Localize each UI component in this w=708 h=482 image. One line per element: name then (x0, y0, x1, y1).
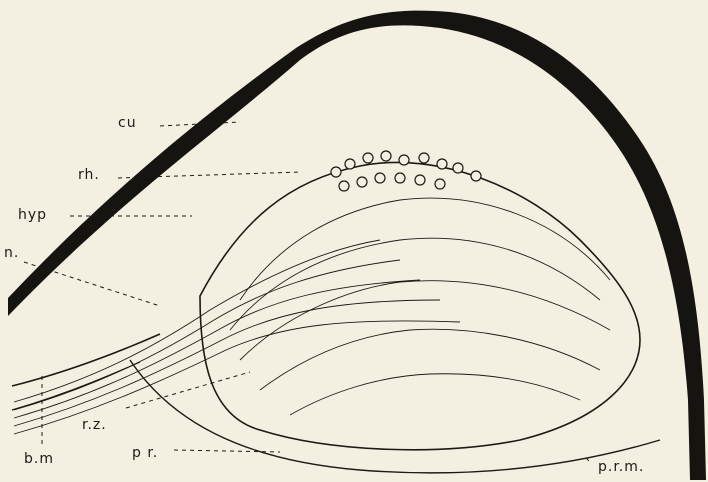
label-rz: r.z. (82, 418, 107, 432)
cell-mass (230, 198, 610, 415)
cuticle (8, 11, 706, 480)
label-pr: p r. (132, 446, 158, 460)
leader-lines (24, 122, 590, 462)
nerve-fibres (14, 240, 460, 434)
label-prm: p.r.m. (598, 460, 644, 474)
basement-membrane (12, 334, 160, 386)
label-bm: b.m (24, 452, 54, 466)
label-cu: cu (118, 116, 137, 130)
hypodermis-outline (200, 162, 640, 449)
label-rh: rh. (78, 168, 100, 182)
label-hyp: hyp (18, 208, 47, 222)
label-n: n. (4, 246, 19, 260)
basement-line-lower (12, 362, 140, 410)
rhabdome-cluster (331, 151, 481, 191)
